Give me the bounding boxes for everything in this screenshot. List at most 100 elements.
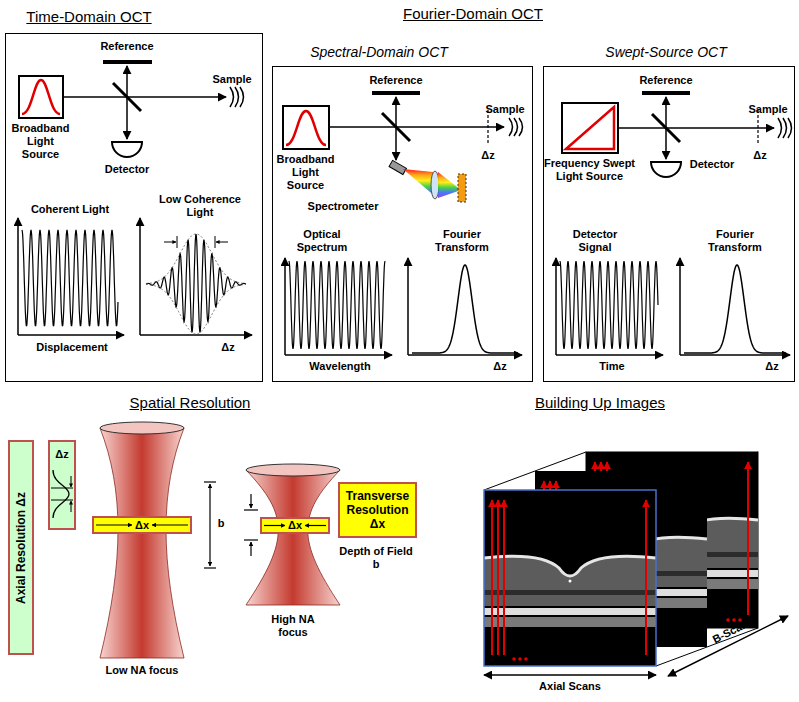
spectral-domain-optics	[431, 171, 439, 199]
text-label: Δz	[765, 360, 778, 373]
depth-of-field-bracket	[244, 509, 258, 510]
oct-volume	[484, 490, 656, 666]
focused-beams	[100, 422, 184, 434]
text-label: High NA focus	[263, 613, 323, 639]
source-label: Broadband Light Source	[8, 122, 74, 161]
panel-heading: Spectral-Domain OCT	[310, 44, 448, 61]
swept-source-optics	[652, 114, 680, 142]
width-arrow	[264, 525, 285, 526]
oct-volume	[726, 618, 730, 622]
source-label: Frequency Swept Light Source	[540, 157, 640, 183]
depth-of-field-bracket	[204, 481, 216, 482]
panel-heading: Time-Domain OCT	[26, 8, 151, 26]
text-label: Detector	[105, 163, 150, 176]
oct-volume	[524, 657, 528, 661]
spectral-domain-optics	[389, 160, 406, 174]
plot-axes	[216, 242, 228, 243]
text-label: Optical Spectrum	[282, 228, 362, 254]
section-heading: Building Up Images	[535, 394, 665, 412]
text-label: Sample	[485, 103, 524, 116]
box-label: Δx	[135, 518, 149, 532]
source-label: Broadband Light Source	[273, 153, 339, 192]
swept-source-optics	[619, 127, 774, 129]
spectral-domain-optics	[372, 91, 420, 95]
light-source-box: Frequency Swept Light Source	[561, 102, 619, 154]
spectrum-wave	[289, 261, 385, 349]
spectral-domain-optics	[509, 118, 523, 136]
spectral-domain-optics	[395, 97, 397, 127]
depth-of-field-bracket	[250, 494, 251, 508]
oct-volume	[491, 500, 493, 655]
text-label: Δz	[481, 149, 494, 162]
oct-volume	[512, 657, 516, 661]
axial-width-box: Δz	[48, 440, 76, 530]
swept-source-optics	[757, 110, 758, 144]
text-label: Sample	[212, 73, 251, 86]
text-label: Spectrometer	[308, 200, 379, 213]
oct-volume	[484, 674, 656, 676]
text-label: Reference	[639, 74, 692, 87]
section-heading: Fourier-Domain OCT	[403, 5, 543, 23]
plot-axes	[284, 258, 286, 355]
plot-axes	[407, 258, 409, 355]
width-arrow	[71, 476, 72, 487]
plot-axes	[680, 354, 790, 356]
text-label: Fourier Transform	[695, 228, 775, 254]
swept-source-optics	[665, 97, 667, 128]
plot-axes	[18, 218, 790, 355]
oct-volume	[484, 490, 656, 666]
fourier-peak	[412, 265, 518, 353]
plot-axes	[18, 334, 124, 336]
text-label: Coherent Light	[31, 203, 109, 216]
depth-of-field-bracket	[204, 567, 216, 568]
text-label: Sample	[748, 103, 787, 116]
box-label: Δz	[55, 448, 68, 461]
text-label: Time	[599, 360, 624, 373]
low-coherence-wave	[146, 234, 246, 333]
oct-volume	[484, 452, 788, 676]
oct-volume	[518, 657, 522, 661]
plot-axes	[164, 242, 176, 243]
focused-beams	[246, 464, 340, 476]
plot-axes	[285, 354, 392, 356]
time-domain-optics	[126, 66, 128, 97]
envelope-curve	[146, 284, 246, 334]
spectral-domain-optics	[330, 126, 504, 128]
plot-axes	[556, 354, 663, 356]
plot-axes	[17, 218, 19, 335]
time-domain-optics	[64, 96, 226, 98]
plot-axes	[139, 218, 141, 335]
swept-source-optics	[642, 91, 690, 95]
plot-axes	[177, 236, 178, 248]
panel-heading: Swept-Source OCT	[605, 44, 726, 61]
fourier-peak	[684, 265, 786, 353]
focused-beams	[100, 428, 184, 658]
time-domain-optics	[103, 60, 152, 64]
time-domain-optics	[230, 87, 244, 107]
width-tick	[51, 500, 73, 501]
swept-source-optics	[566, 107, 614, 149]
width-arrow	[152, 524, 188, 525]
text-label: Reference	[100, 40, 153, 53]
box-label: Δx	[288, 519, 302, 532]
width-arrow	[305, 525, 326, 526]
width-arrow	[96, 524, 132, 525]
text-label: Wavelength	[309, 360, 370, 373]
spectral-domain-optics	[487, 110, 488, 144]
text-label: b	[218, 517, 225, 530]
time-domain-optics	[126, 97, 128, 139]
depth-of-field-bracket	[250, 542, 251, 556]
text-label: Low Coherence Light	[150, 193, 250, 219]
box-label: Transverse Resolution Δx	[343, 489, 412, 531]
width-arrow	[71, 501, 72, 512]
text-label: Axial Scans	[539, 680, 601, 693]
depth-of-field-bracket	[209, 484, 210, 566]
axial-resolution-label: Axial Resolution Δz	[14, 492, 28, 604]
axial-resolution-box: Axial Resolution Δz	[8, 440, 34, 655]
envelope-curve	[146, 234, 246, 284]
coherent-wave	[22, 230, 118, 326]
light-source-box: Broadband Light Source	[18, 75, 64, 119]
